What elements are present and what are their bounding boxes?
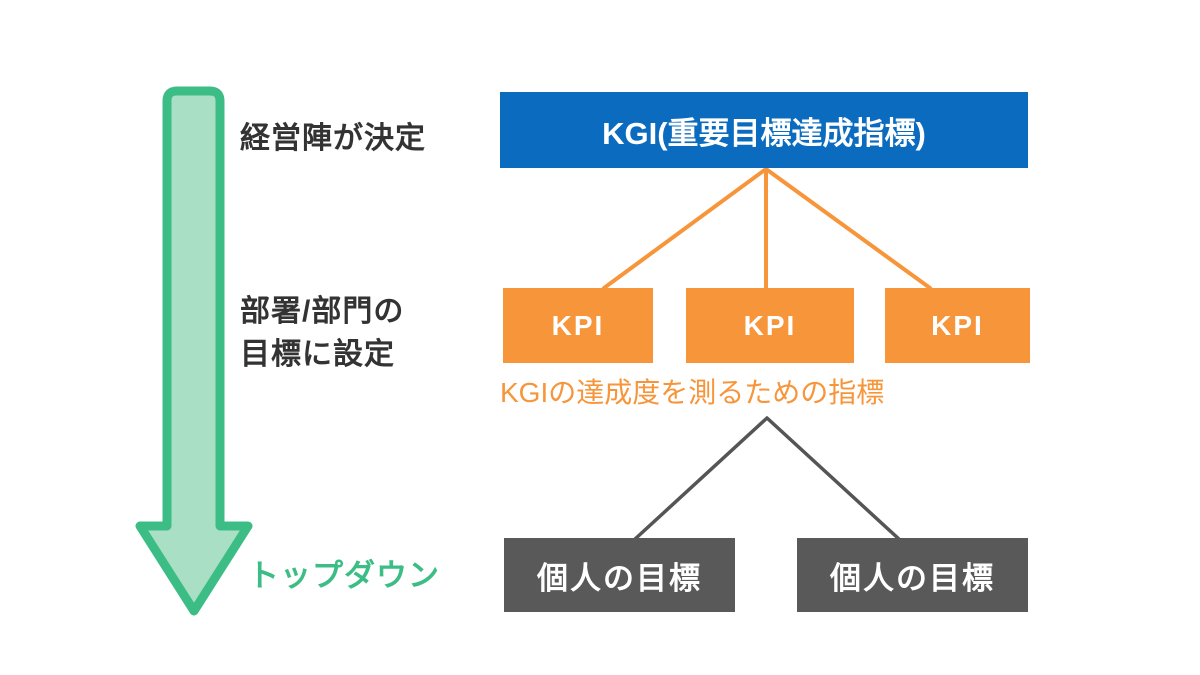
top-down-label: トップダウン	[248, 558, 440, 593]
management-label: 経営陣が決定	[240, 122, 426, 155]
kpi-box-2: KPI	[686, 288, 854, 363]
department-label-line1: 部署/部門の	[240, 295, 405, 328]
down-arrow-icon	[135, 86, 253, 616]
kpi-box-3: KPI	[885, 288, 1030, 363]
kgi-box: KGI(重要目標達成指標)	[500, 92, 1028, 168]
kpi-box-1: KPI	[503, 288, 653, 363]
personal-goal-box-1: 個人の目標	[504, 538, 735, 612]
department-label: 部署/部門の 目標に設定	[240, 290, 404, 376]
kpi-to-personal-connector	[632, 416, 902, 542]
department-label-line2: 目標に設定	[240, 338, 395, 371]
kpi-caption: KGIの達成度を測るための指標	[500, 377, 885, 408]
personal-goal-box-2: 個人の目標	[797, 538, 1028, 612]
kgi-to-kpi-connector	[602, 167, 932, 290]
